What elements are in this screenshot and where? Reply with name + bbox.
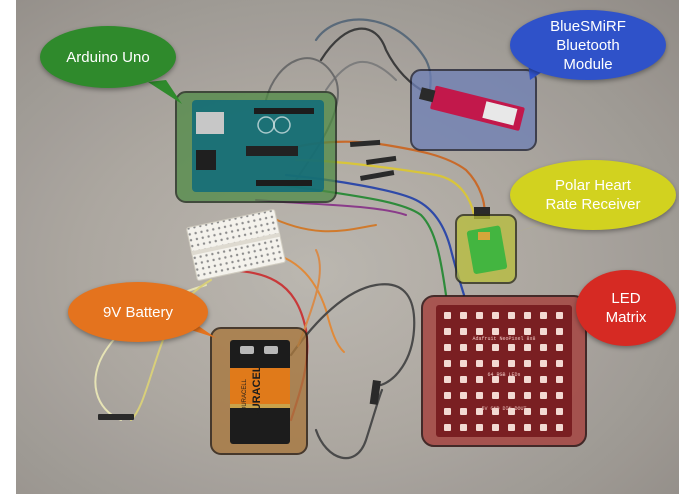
led-pixel bbox=[460, 312, 467, 319]
arduino-uno-callout: Arduino Uno bbox=[40, 26, 176, 88]
led-pixel bbox=[444, 328, 451, 335]
polar-heart-rate-label: Polar Heart Rate Receiver bbox=[545, 177, 641, 213]
led-pixel bbox=[508, 312, 515, 319]
bluesmirf-callout: BlueSMiRF Bluetooth Module bbox=[510, 10, 666, 80]
led-pixel bbox=[540, 376, 547, 383]
led-pixel bbox=[476, 344, 483, 351]
battery-brand-small-label: DURACELL bbox=[242, 378, 248, 411]
led-pixel bbox=[492, 328, 499, 335]
bluesmirf-label: BlueSMiRF Bluetooth Module bbox=[550, 17, 626, 73]
led-pixel bbox=[508, 328, 515, 335]
led-pixel bbox=[444, 408, 451, 415]
connector-pins bbox=[98, 139, 490, 420]
led-pixel bbox=[444, 424, 451, 431]
led-pixel bbox=[508, 344, 515, 351]
led-pixel bbox=[476, 408, 483, 415]
bluesmirf-module bbox=[410, 69, 537, 151]
led-pixel bbox=[444, 376, 451, 383]
led-pixel bbox=[524, 424, 531, 431]
led-pixel bbox=[508, 376, 515, 383]
led-pixel bbox=[540, 328, 547, 335]
led-pixel bbox=[556, 312, 563, 319]
led-pixel bbox=[460, 376, 467, 383]
led-pixel bbox=[508, 360, 515, 367]
led-pixel bbox=[492, 344, 499, 351]
led-pixel bbox=[476, 360, 483, 367]
led-pixel bbox=[492, 408, 499, 415]
led-pixel bbox=[540, 360, 547, 367]
led-pixel bbox=[460, 328, 467, 335]
led-pixel bbox=[444, 392, 451, 399]
hardware-photo: DURACELL DURACELL Adafruit NeoPixel 8x8 … bbox=[16, 0, 679, 494]
led-pixel bbox=[556, 376, 563, 383]
led-pixel bbox=[476, 312, 483, 319]
matrix-print-1: Adafruit NeoPixel 8x8 bbox=[472, 336, 535, 342]
led-pixel bbox=[476, 424, 483, 431]
led-pixel bbox=[492, 312, 499, 319]
led-pixel bbox=[540, 392, 547, 399]
battery-brand-label: DURACELL bbox=[251, 358, 263, 419]
led-pixel bbox=[444, 312, 451, 319]
matrix-print-2: 64 RGB LEDs bbox=[487, 372, 520, 378]
led-matrix-board: Adafruit NeoPixel 8x8 64 RGB LEDs 5V GND… bbox=[421, 295, 587, 447]
led-pixel bbox=[492, 376, 499, 383]
nine-volt-battery: DURACELL DURACELL bbox=[210, 327, 308, 455]
led-pixel bbox=[556, 424, 563, 431]
led-pixel bbox=[508, 392, 515, 399]
led-pixel bbox=[492, 424, 499, 431]
led-pixel bbox=[524, 344, 531, 351]
led-pixel bbox=[540, 408, 547, 415]
led-pixel bbox=[556, 392, 563, 399]
nine-volt-battery-callout: 9V Battery bbox=[68, 282, 208, 342]
led-pixel bbox=[444, 360, 451, 367]
led-pixel bbox=[460, 408, 467, 415]
led-pixel bbox=[524, 392, 531, 399]
led-pixel bbox=[540, 424, 547, 431]
led-pixel bbox=[460, 344, 467, 351]
led-pixel bbox=[460, 424, 467, 431]
led-pixel bbox=[556, 360, 563, 367]
led-pixel bbox=[556, 344, 563, 351]
polar-heart-rate-receiver bbox=[455, 214, 517, 284]
polar-heart-rate-callout: Polar Heart Rate Receiver bbox=[510, 160, 676, 230]
led-pixel bbox=[524, 328, 531, 335]
led-pixel bbox=[524, 312, 531, 319]
led-pixel bbox=[556, 408, 563, 415]
led-pixel bbox=[492, 392, 499, 399]
led-pixel bbox=[492, 360, 499, 367]
led-pixel bbox=[508, 424, 515, 431]
led-pixel bbox=[540, 344, 547, 351]
led-pixel bbox=[476, 376, 483, 383]
led-pixel bbox=[460, 360, 467, 367]
arduino-uno-label: Arduino Uno bbox=[66, 48, 150, 66]
led-pixel bbox=[476, 392, 483, 399]
mini-breadboard bbox=[186, 209, 286, 281]
led-pixel bbox=[524, 360, 531, 367]
led-pixel bbox=[476, 328, 483, 335]
led-matrix-callout: LED Matrix bbox=[576, 270, 676, 346]
photo-background: DURACELL DURACELL Adafruit NeoPixel 8x8 … bbox=[16, 0, 679, 494]
led-grid bbox=[444, 312, 563, 431]
arduino-uno-board bbox=[175, 91, 337, 203]
led-pixel bbox=[444, 344, 451, 351]
led-pixel bbox=[556, 328, 563, 335]
led-pixel bbox=[508, 408, 515, 415]
led-pixel bbox=[460, 392, 467, 399]
nine-volt-battery-label: 9V Battery bbox=[102, 303, 174, 321]
led-pixel bbox=[540, 312, 547, 319]
led-matrix-label: LED Matrix bbox=[605, 290, 647, 326]
matrix-print-3: 5V GND DIN DOUT bbox=[481, 406, 526, 412]
led-pixel bbox=[524, 376, 531, 383]
led-pixel bbox=[524, 408, 531, 415]
